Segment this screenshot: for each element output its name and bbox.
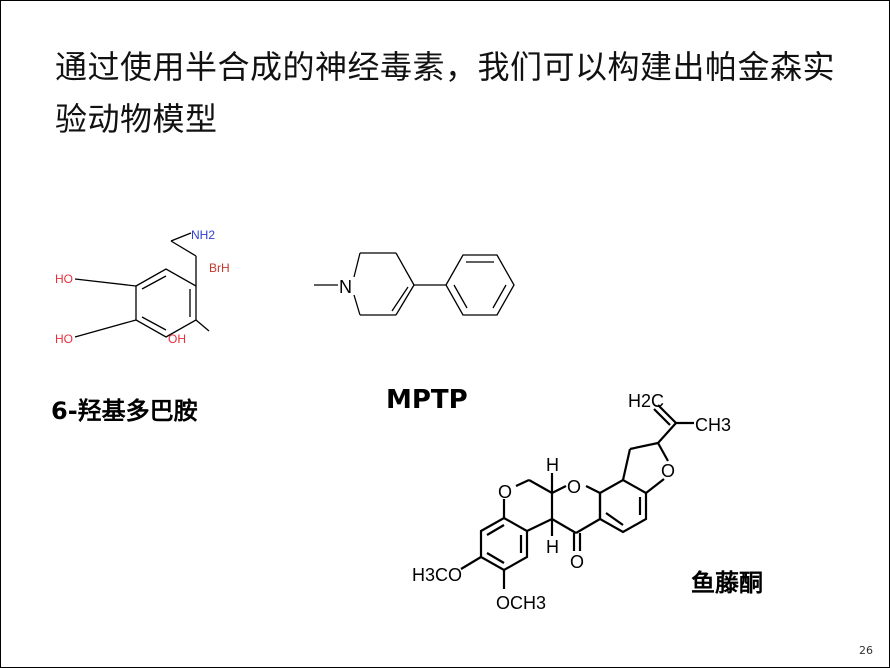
structure-mptp: N	[314, 252, 515, 316]
hydroxyl-label-1: HO	[55, 272, 73, 286]
hydrogen-label-top: H	[546, 455, 559, 475]
hydrogen-label-bottom: H	[546, 537, 559, 557]
pyran-oxygen-label: O	[567, 477, 581, 497]
furan-oxygen-label: O	[661, 461, 675, 481]
nitrogen-label: N	[339, 277, 352, 297]
structure-rotenone: O O O O H H H2C CH3 H3CO OCH3	[412, 391, 731, 613]
hydroxyl-label-3: OH	[168, 332, 186, 346]
structure-6-hydroxydopamine: HO HO OH NH2 BrH	[55, 228, 230, 346]
methoxy-label-2: OCH3	[496, 593, 546, 613]
keto-oxygen-label: O	[570, 552, 584, 572]
amine-label: NH2	[191, 228, 215, 242]
compound-name-rotenone: 鱼藤酮	[691, 569, 763, 597]
benzene-ring	[135, 268, 197, 338]
chromene-oxygen-label: O	[498, 482, 512, 502]
phenyl-ring	[445, 254, 515, 316]
salt-label: BrH	[209, 261, 230, 275]
compound-name-mptp: MPTP	[386, 385, 468, 415]
methyl-label: CH3	[695, 415, 731, 435]
methylene-label: H2C	[628, 391, 664, 411]
slide-title: 通过使用半合成的神经毒素，我们可以构建出帕金森实验动物模型	[55, 48, 836, 138]
compound-name-6-hydroxydopamine: 6-羟基多巴胺	[51, 397, 198, 425]
page-number: 26	[859, 644, 873, 657]
methoxy-label-1: H3CO	[412, 565, 462, 585]
hydroxyl-label-2: HO	[55, 332, 73, 346]
